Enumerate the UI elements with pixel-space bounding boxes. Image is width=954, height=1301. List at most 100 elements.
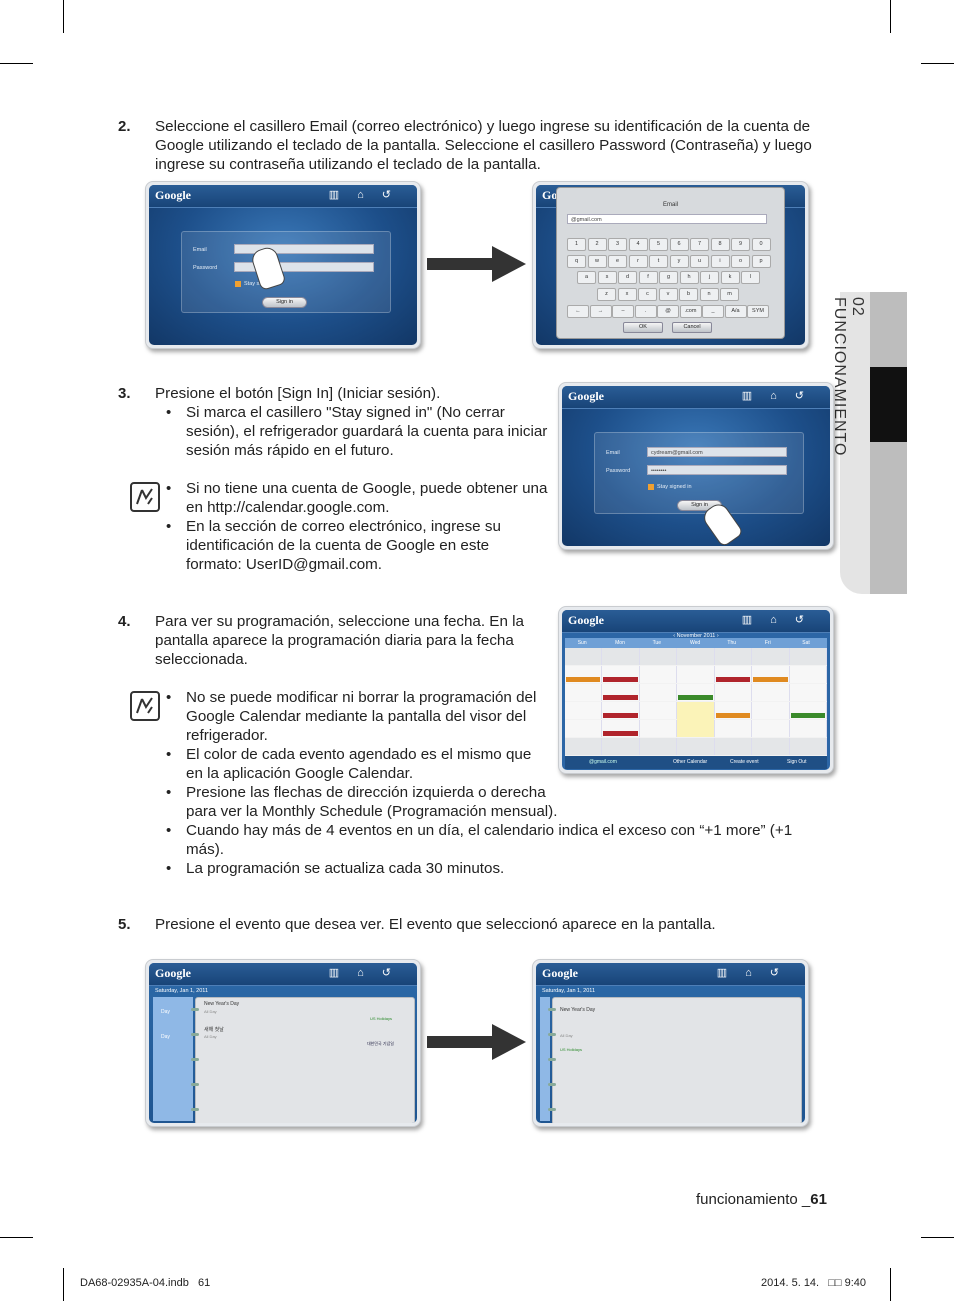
calendar-day-cell[interactable] bbox=[602, 648, 640, 665]
key-o[interactable]: o bbox=[731, 254, 750, 268]
key-7[interactable]: 7 bbox=[690, 238, 709, 251]
calendar-day-cell[interactable] bbox=[752, 684, 790, 701]
ok-button[interactable]: OK bbox=[623, 322, 663, 333]
calendar-event-bar[interactable] bbox=[603, 677, 638, 682]
calendar-day-cell[interactable] bbox=[565, 648, 603, 665]
key-q[interactable]: q bbox=[567, 254, 586, 268]
key-p[interactable]: p bbox=[751, 254, 771, 268]
calendar-day-cell[interactable] bbox=[639, 720, 678, 737]
key-y[interactable]: y bbox=[669, 254, 689, 268]
key-v[interactable]: v bbox=[658, 287, 678, 301]
stay-signed-checkbox[interactable] bbox=[235, 281, 241, 287]
calendar-day-cell[interactable] bbox=[789, 738, 827, 755]
create-event-button[interactable]: Create event bbox=[730, 759, 759, 765]
calendar-day-cell[interactable] bbox=[565, 702, 603, 719]
calendar-event-bar[interactable] bbox=[603, 713, 638, 718]
calendar-day-cell[interactable] bbox=[565, 738, 603, 755]
calendar-day-cell[interactable] bbox=[677, 648, 715, 665]
calendar-day-cell[interactable] bbox=[639, 666, 678, 683]
calendar-event-bar[interactable] bbox=[715, 713, 751, 718]
key-l[interactable]: l bbox=[741, 271, 760, 284]
key-6[interactable]: 6 bbox=[669, 238, 689, 251]
key-4[interactable]: 4 bbox=[628, 238, 648, 251]
key-e[interactable]: e bbox=[608, 254, 627, 268]
calendar-day-cell[interactable] bbox=[789, 648, 827, 665]
calendar-day-cell[interactable] bbox=[677, 666, 715, 683]
calendar-event-bar[interactable] bbox=[790, 713, 825, 718]
key-h[interactable]: h bbox=[679, 271, 699, 284]
calendar-day-cell[interactable] bbox=[602, 738, 640, 755]
key-z[interactable]: z bbox=[597, 287, 616, 301]
key-3[interactable]: 3 bbox=[608, 238, 627, 251]
calendar-day-cell[interactable] bbox=[752, 648, 790, 665]
next-month-icon[interactable]: › bbox=[715, 633, 719, 639]
key-d[interactable]: d bbox=[618, 271, 637, 284]
prev-month-icon[interactable]: ‹ bbox=[673, 633, 677, 639]
calendar-event-bar[interactable] bbox=[678, 695, 713, 700]
calendar-event-bar[interactable] bbox=[753, 677, 788, 682]
key-bottom[interactable]: SYM bbox=[747, 305, 769, 318]
email-field[interactable]: cydream@gmail.com bbox=[647, 447, 787, 457]
key-bottom[interactable]: → bbox=[589, 305, 612, 318]
key-1[interactable]: 1 bbox=[567, 238, 586, 251]
key-g[interactable]: g bbox=[659, 271, 678, 284]
calendar-day-cell[interactable] bbox=[789, 666, 827, 683]
key-bottom[interactable]: A/a bbox=[724, 305, 747, 318]
key-k[interactable]: k bbox=[720, 271, 740, 284]
calendar-event-bar[interactable] bbox=[715, 677, 751, 682]
key-bottom[interactable]: .com bbox=[679, 305, 702, 318]
calendar-day-cell[interactable] bbox=[714, 684, 753, 701]
calendar-day-cell[interactable] bbox=[789, 684, 827, 701]
calendar-day-cell[interactable] bbox=[639, 702, 678, 719]
key-bottom[interactable]: – bbox=[612, 305, 634, 318]
key-n[interactable]: n bbox=[699, 287, 719, 301]
key-9[interactable]: 9 bbox=[731, 238, 750, 251]
stay-signed-checkbox[interactable] bbox=[648, 484, 654, 490]
key-u[interactable]: u bbox=[690, 254, 709, 268]
calendar-day-cell[interactable] bbox=[789, 720, 827, 737]
calendar-day-cell[interactable] bbox=[639, 648, 678, 665]
calendar-day-cell[interactable] bbox=[752, 738, 790, 755]
key-m[interactable]: m bbox=[720, 287, 739, 301]
key-2[interactable]: 2 bbox=[587, 238, 607, 251]
key-j[interactable]: j bbox=[700, 271, 719, 284]
password-field[interactable] bbox=[234, 262, 374, 272]
key-b[interactable]: b bbox=[679, 287, 698, 301]
calendar-day-cell[interactable] bbox=[714, 738, 753, 755]
calendar-event-bar[interactable] bbox=[603, 695, 638, 700]
key-0[interactable]: 0 bbox=[751, 238, 771, 251]
key-bottom[interactable]: @ bbox=[657, 305, 679, 318]
calendar-day-cell[interactable] bbox=[639, 738, 678, 755]
sign-in-button[interactable]: Sign in bbox=[262, 297, 307, 308]
key-5[interactable]: 5 bbox=[649, 238, 668, 251]
key-bottom[interactable]: _ bbox=[702, 305, 724, 318]
other-calendar-button[interactable]: Other Calendar bbox=[673, 759, 708, 765]
key-f[interactable]: f bbox=[638, 271, 658, 284]
sign-out-button[interactable]: Sign Out bbox=[787, 759, 807, 765]
calendar-event-bar[interactable] bbox=[566, 677, 601, 682]
key-a[interactable]: a bbox=[577, 271, 596, 284]
calendar-day-cell[interactable] bbox=[752, 720, 790, 737]
event-title[interactable]: New Year's Day bbox=[204, 1001, 240, 1007]
cancel-button[interactable]: Cancel bbox=[672, 322, 712, 333]
event-title[interactable]: 새해 첫날 bbox=[204, 1027, 224, 1033]
key-x[interactable]: x bbox=[617, 287, 637, 301]
email-field[interactable] bbox=[234, 244, 374, 254]
calendar-day-cell[interactable] bbox=[565, 684, 603, 701]
calendar-day-cell[interactable] bbox=[714, 648, 753, 665]
password-field[interactable]: •••••••• bbox=[647, 465, 787, 475]
key-r[interactable]: r bbox=[628, 254, 648, 268]
calendar-event-bar[interactable] bbox=[603, 731, 638, 736]
calendar-day-cell[interactable] bbox=[677, 738, 715, 755]
key-8[interactable]: 8 bbox=[710, 238, 730, 251]
key-s[interactable]: s bbox=[597, 271, 617, 284]
calendar-grid[interactable] bbox=[565, 648, 827, 756]
key-bottom[interactable]: . bbox=[634, 305, 657, 318]
key-w[interactable]: w bbox=[587, 254, 607, 268]
calendar-day-cell[interactable] bbox=[714, 720, 753, 737]
key-c[interactable]: c bbox=[638, 287, 657, 301]
key-t[interactable]: t bbox=[649, 254, 668, 268]
calendar-day-cell[interactable] bbox=[639, 684, 678, 701]
calendar-day-cell[interactable] bbox=[752, 702, 790, 719]
key-i[interactable]: i bbox=[710, 254, 730, 268]
